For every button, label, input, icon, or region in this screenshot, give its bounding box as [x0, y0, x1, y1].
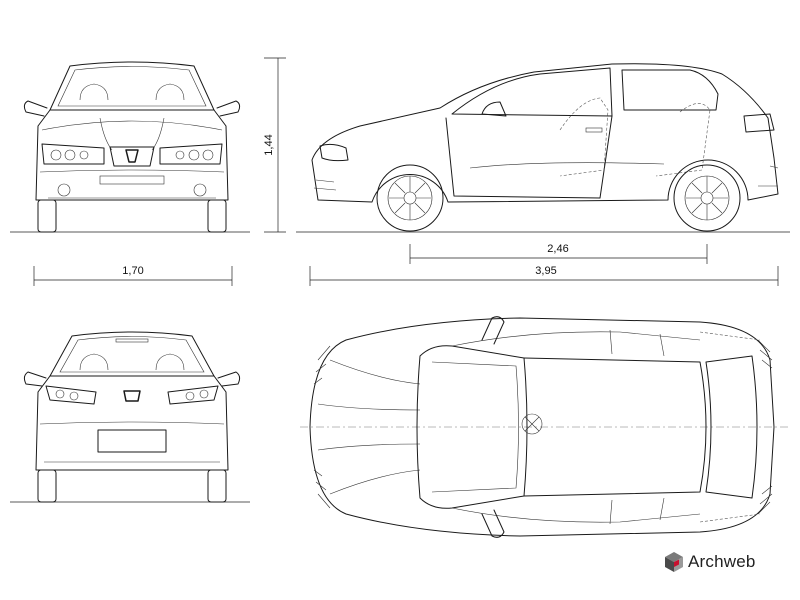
cube-logo-icon	[665, 552, 683, 572]
top-view	[300, 316, 790, 538]
dimension-wheelbase: 2,46	[409, 243, 708, 264]
logo-wordmark: Archweb	[688, 552, 756, 572]
dimension-width: 1,70	[33, 265, 233, 286]
archweb-logo[interactable]: Archweb	[664, 551, 756, 573]
height-label: 1,44	[263, 134, 275, 155]
logo-text-web: web	[723, 552, 756, 571]
logo-text-arch: Arch	[688, 552, 724, 571]
dimension-height: 1,44	[263, 57, 286, 233]
width-label: 1,70	[122, 265, 143, 277]
side-view	[296, 63, 790, 233]
rear-view	[10, 331, 250, 503]
front-view	[10, 61, 250, 233]
dimension-length: 3,95	[309, 265, 779, 286]
wheelbase-label: 2,46	[547, 243, 568, 255]
length-label: 3,95	[535, 265, 556, 277]
